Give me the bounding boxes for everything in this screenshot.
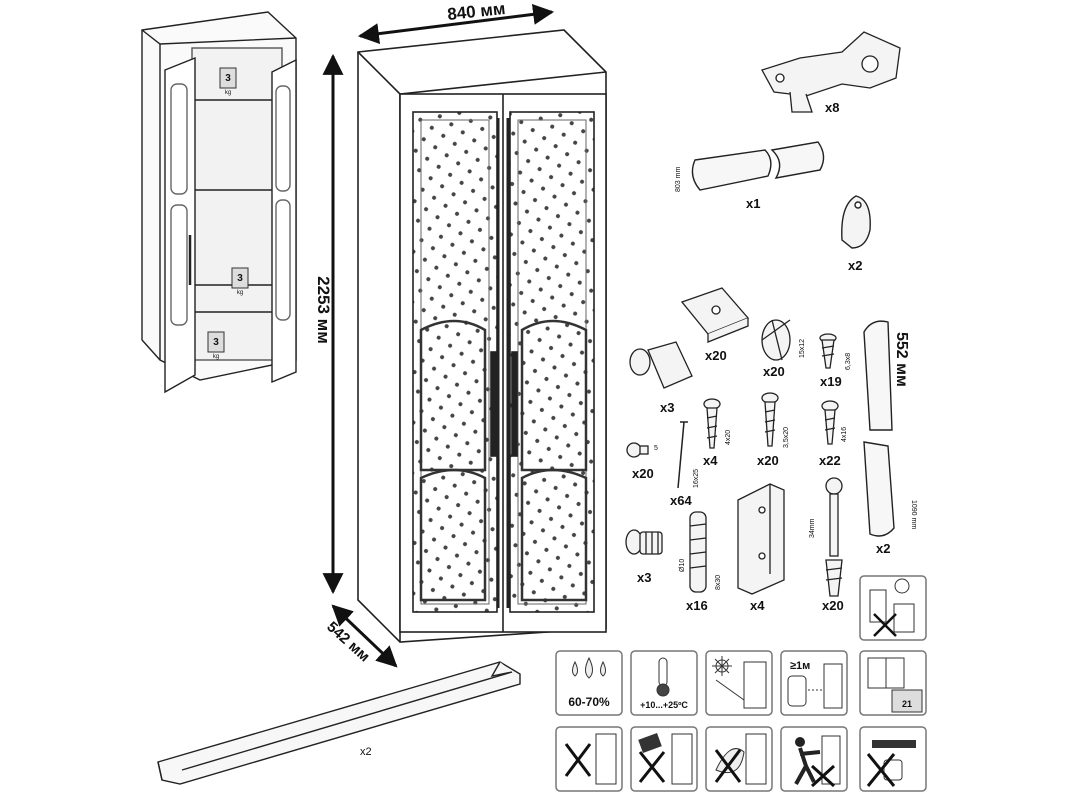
svg-text:kg: kg [237, 290, 243, 296]
profile-icon [863, 320, 895, 537]
svg-text:x4: x4 [703, 453, 718, 468]
temperature-icon: +10...+25ºC [630, 650, 698, 716]
cabinet-placement-icon: 21 [859, 650, 927, 716]
humidity-icon: 60-70% [555, 650, 623, 716]
svg-text:x8: x8 [825, 100, 839, 115]
cabinet-front-view [357, 29, 607, 643]
screw-4x16-icon [821, 400, 839, 445]
svg-text:x20: x20 [763, 364, 785, 379]
svg-text:15x12: 15x12 [799, 339, 806, 358]
svg-text:≥1м: ≥1м [790, 660, 810, 672]
svg-text:x64: x64 [670, 493, 692, 508]
sunlight-warning-icon [705, 650, 773, 716]
svg-text:+10...+25ºC: +10...+25ºC [640, 700, 688, 710]
cam-lock-icon [761, 319, 791, 361]
svg-text:34mm: 34mm [809, 518, 816, 538]
handle-bar-icon [157, 661, 521, 785]
screw-6-3x8-icon [819, 333, 837, 369]
svg-text:kg: kg [225, 90, 231, 96]
svg-text:4x20: 4x20 [725, 430, 732, 445]
shelf-support-icon [629, 341, 693, 389]
dowel-icon [689, 511, 707, 593]
depth-label: 542 мм [323, 618, 373, 665]
height-label: 2253 мм [314, 276, 333, 344]
svg-text:x16: x16 [686, 598, 708, 613]
svg-text:552 мм: 552 мм [893, 332, 910, 387]
leg-icon [625, 529, 663, 555]
svg-text:x1: x1 [746, 196, 760, 211]
open-cabinet-view [141, 11, 297, 394]
svg-text:3,5x20: 3,5x20 [783, 427, 790, 448]
svg-text:x4: x4 [750, 598, 765, 613]
hinge-icon [761, 31, 901, 113]
svg-text:6,3x8: 6,3x8 [845, 353, 852, 370]
screw-3-5x20-icon [761, 392, 779, 447]
svg-text:3: 3 [237, 273, 243, 284]
svg-text:x20: x20 [705, 348, 727, 363]
svg-text:21: 21 [902, 699, 912, 709]
no-water-icon [555, 726, 623, 792]
screw-4x20-icon [703, 398, 721, 449]
heater-distance-icon: ≥1м [780, 650, 848, 716]
svg-text:60-70%: 60-70% [568, 695, 610, 709]
width-label: 840 мм [446, 0, 506, 24]
rail-holder-icon [841, 195, 871, 249]
svg-text:x2: x2 [876, 541, 890, 556]
cam-plate-icon [680, 287, 750, 343]
no-pushing-icon [780, 726, 848, 792]
svg-text:x20: x20 [632, 466, 654, 481]
svg-text:x2: x2 [848, 258, 862, 273]
no-overload-icon [859, 726, 927, 792]
svg-text:3: 3 [225, 73, 231, 84]
bracket-icon [737, 483, 785, 595]
svg-text:16x25: 16x25 [693, 469, 700, 488]
dimension-arrows [322, 3, 555, 668]
shelf-load-tag-2: 3 kg [231, 267, 249, 296]
svg-text:x3: x3 [637, 570, 651, 585]
nail-icon [677, 421, 688, 489]
svg-text:x19: x19 [820, 374, 842, 389]
svg-text:Ø10: Ø10 [679, 559, 686, 572]
svg-text:x3: x3 [660, 400, 674, 415]
svg-text:x22: x22 [819, 453, 841, 468]
svg-text:1090 mm: 1090 mm [910, 500, 917, 529]
shelf-load-tag-1: 3 kg [219, 67, 237, 96]
shelf-load-tag-3: 3 kg [207, 331, 225, 360]
svg-text:kg: kg [213, 354, 219, 360]
no-abrasive-icon [705, 726, 773, 792]
hanging-rail-icon [691, 141, 825, 191]
connector-icon [825, 477, 843, 597]
svg-text:3: 3 [213, 337, 219, 348]
svg-text:x20: x20 [822, 598, 844, 613]
assembly-warning-icon [859, 575, 927, 641]
svg-text:803 mm: 803 mm [675, 167, 682, 192]
svg-text:x20: x20 [757, 453, 779, 468]
no-chemicals-icon [630, 726, 698, 792]
svg-text:8x30: 8x30 [715, 575, 722, 590]
svg-text:x2: x2 [360, 746, 372, 758]
svg-text:5: 5 [654, 445, 658, 452]
svg-text:4x16: 4x16 [841, 427, 848, 442]
cap-icon [626, 442, 649, 458]
